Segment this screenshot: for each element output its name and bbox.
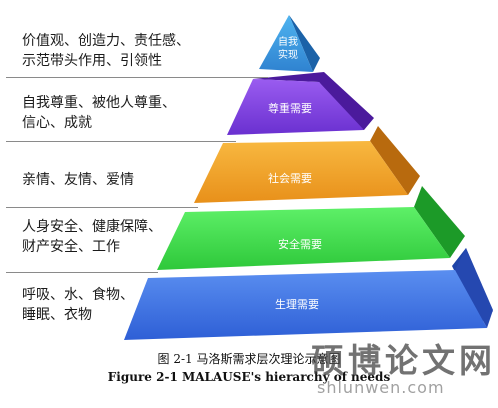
desc-physiological: 呼吸、水、食物、 睡眠、衣物: [22, 285, 134, 325]
figure-caption-zh: 图 2-1 马洛斯需求层次理论示意图: [157, 352, 341, 366]
divider-4: [6, 272, 158, 273]
desc-social: 亲情、友情、爱情: [22, 170, 134, 190]
level-safety-label: 安全需要: [278, 237, 322, 251]
level-self-actualization-label-line2: 实现: [278, 48, 298, 61]
divider-3: [6, 207, 198, 208]
desc-self-actualization-line2: 示范带头作用、引领性: [22, 53, 162, 69]
level-safety: 安全需要: [157, 186, 465, 270]
desc-esteem: 自我尊重、被他人尊重、 信心、成就: [22, 93, 176, 133]
level-physiological-label: 生理需要: [275, 297, 319, 311]
desc-physiological-line2: 睡眠、衣物: [22, 307, 92, 323]
level-physiological: 生理需要: [124, 248, 493, 340]
desc-safety-line1: 人身安全、健康保障、: [22, 219, 162, 235]
desc-self-actualization: 价值观、创造力、责任感、 示范带头作用、引领性: [22, 31, 190, 71]
level-self-actualization-side: [289, 15, 320, 72]
level-physiological-side-face: [455, 248, 493, 328]
level-safety-front: [157, 207, 450, 270]
level-self-actualization-label-line1: 自我: [278, 35, 298, 48]
desc-esteem-line2: 信心、成就: [22, 115, 92, 131]
level-social: 社会需要: [194, 126, 420, 203]
level-social-front: [194, 141, 408, 203]
level-social-side: [370, 126, 420, 195]
watermark-url: shlunwen.com: [317, 378, 445, 397]
level-esteem: 尊重需要: [227, 72, 374, 135]
figure-caption-en: Figure 2-1 MALAUSE's hierarchy of needs: [107, 370, 391, 384]
divider-1: [6, 77, 268, 78]
level-self-actualization-front: [259, 15, 313, 72]
level-esteem-front: [227, 79, 364, 135]
level-safety-side: [414, 186, 465, 258]
divider-2: [6, 141, 236, 142]
desc-self-actualization-line1: 价值观、创造力、责任感、: [22, 33, 190, 49]
level-physiological-front: [124, 270, 487, 340]
level-social-label: 社会需要: [268, 171, 312, 185]
watermark-title: 硕博论文网: [311, 341, 496, 380]
desc-physiological-line1: 呼吸、水、食物、: [22, 287, 134, 303]
level-self-actualization: 自我 实现: [259, 15, 320, 72]
level-esteem-side: [253, 72, 374, 130]
desc-safety: 人身安全、健康保障、 财产安全、工作: [22, 217, 162, 257]
desc-social-line1: 亲情、友情、爱情: [22, 172, 134, 188]
level-esteem-label: 尊重需要: [268, 101, 312, 115]
desc-safety-line2: 财产安全、工作: [22, 239, 120, 255]
watermark: 硕博论文网 shlunwen.com: [311, 334, 492, 402]
desc-esteem-line1: 自我尊重、被他人尊重、: [22, 95, 176, 111]
